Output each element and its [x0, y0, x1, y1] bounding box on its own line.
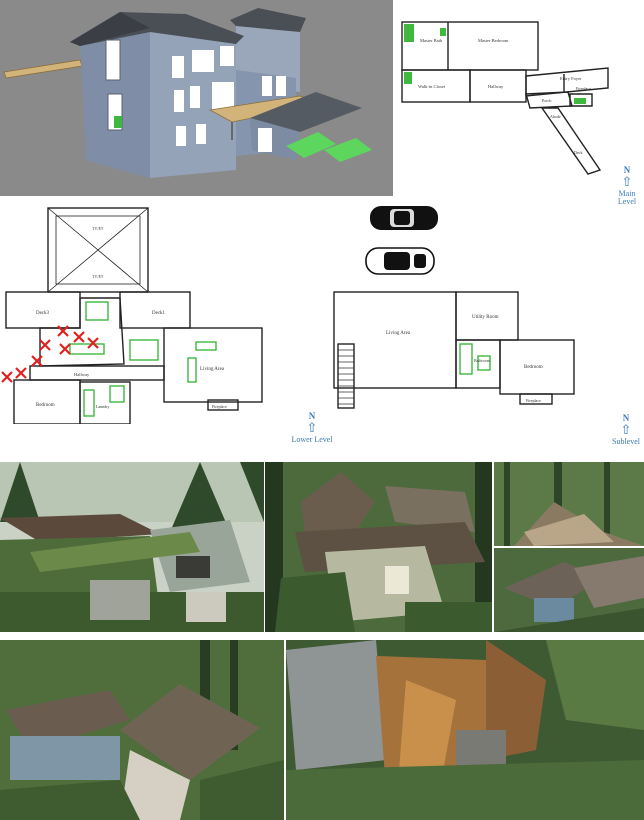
- room-label-deck1: Deck1: [152, 311, 166, 316]
- room-label-fireplace: Fireplace: [526, 398, 541, 403]
- room-label-bathroom: Bathroom: [474, 358, 491, 363]
- lower-level-floor-plan: TV/ET TV/ET Deck3 Deck1 Living Area Hall…: [0, 204, 280, 424]
- north-label: N: [622, 413, 630, 423]
- damage-photo-4: [494, 548, 644, 632]
- room-label-deck: Deck: [574, 150, 582, 155]
- room-label-abode: Abode: [550, 114, 561, 119]
- black-car-icon: [370, 206, 438, 230]
- north-arrow-lower-level: N ⇧ Lower Level: [282, 412, 342, 444]
- sublevel-floor-plan: Living Area Utility Room Bathroom Bedroo…: [330, 286, 580, 416]
- north-arrow-main-level: N ⇧ Main Level: [612, 166, 642, 206]
- north-arrow-sublevel: N ⇧ Sublevel: [608, 414, 644, 446]
- room-label-walk-in-closet: Walk-in Closet: [418, 84, 446, 89]
- room-label-hallway: Hallway: [74, 372, 90, 377]
- damage-photo-2: [265, 462, 492, 632]
- up-arrow-icon: ⇧: [620, 422, 632, 437]
- room-label-master-bedroom: Master Bedroom: [478, 38, 509, 43]
- damage-photo-5: [0, 640, 284, 820]
- room-label-master-bath: Master Bath: [420, 38, 443, 43]
- level-label-main: Main Level: [617, 189, 637, 206]
- damage-x-markers: [1, 325, 99, 383]
- room-label-bedroom: Bedroom: [524, 365, 543, 370]
- house-3d-render: [0, 0, 393, 196]
- room-label-tv-bottom: TV/ET: [92, 274, 104, 279]
- room-label-entry-foyer: Entry Foyer: [560, 76, 582, 81]
- room-label-utility-room: Utility Room: [472, 315, 499, 320]
- damage-photo-3: [494, 462, 644, 546]
- damage-photo-6: [286, 640, 644, 820]
- up-arrow-icon: ⇧: [306, 420, 318, 435]
- level-label-lower: Lower Level: [291, 435, 333, 444]
- room-label-fireplace: Fireplace: [212, 404, 227, 409]
- room-label-living-area: Living Area: [200, 367, 225, 372]
- car-icons: [360, 202, 450, 282]
- room-label-tv-top: TV/ET: [92, 226, 104, 231]
- room-label-deck3: Deck3: [36, 311, 50, 316]
- room-label-bedroom: Bedroom: [36, 403, 55, 408]
- damage-photo-1: [0, 462, 264, 632]
- room-label-hallway: Hallway: [488, 84, 504, 89]
- room-label-laundry: Laundry: [96, 404, 110, 409]
- level-label-sublevel: Sublevel: [612, 437, 640, 446]
- room-label-fireplace: Fireplace: [576, 86, 591, 91]
- room-label-living-area: Living Area: [386, 331, 411, 336]
- main-level-floor-plan: Master Bath Master Bedroom Walk-in Close…: [394, 14, 644, 198]
- room-label-porch: Porch: [542, 98, 551, 103]
- up-arrow-icon: ⇧: [621, 174, 633, 189]
- white-car-icon: [365, 247, 435, 275]
- north-label: N: [308, 411, 316, 421]
- north-label: N: [623, 165, 631, 175]
